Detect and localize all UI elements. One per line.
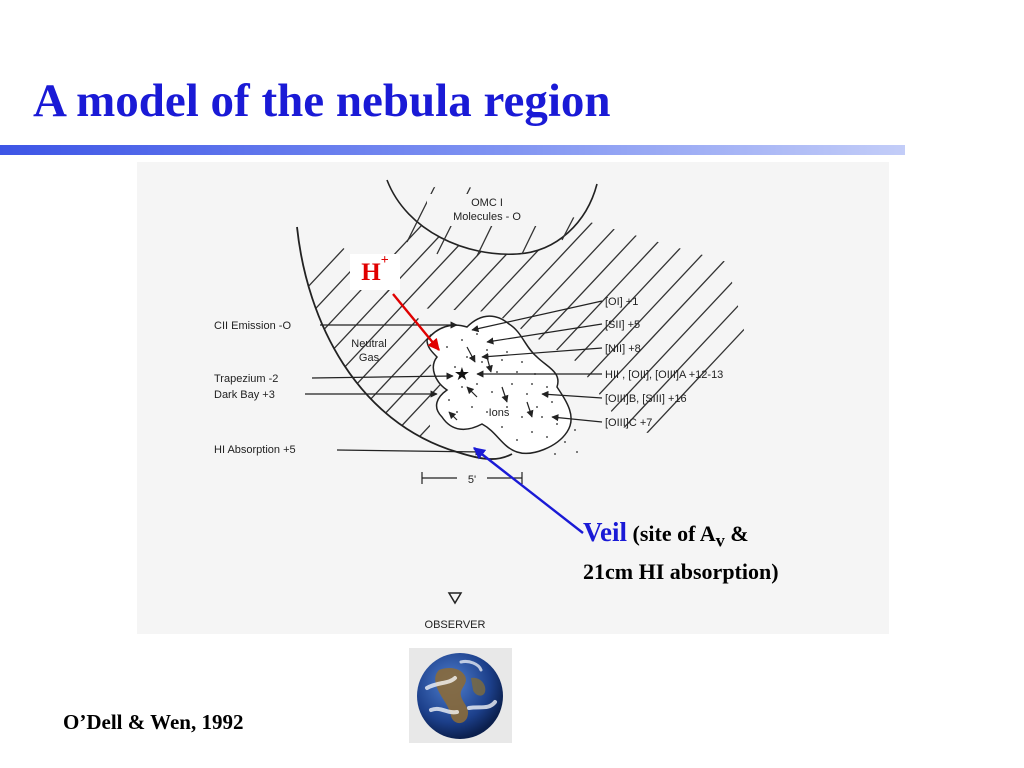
veil-line2: 21cm HI absorption) bbox=[583, 559, 779, 585]
hplus-base: H bbox=[361, 259, 381, 286]
neutral-gas-label-line2: Gas bbox=[359, 352, 380, 364]
oi-label: [OI] +1 bbox=[605, 296, 638, 308]
nebula-diagram: OMC I Molecules - O bbox=[214, 179, 752, 631]
trapezium-label: Trapezium -2 bbox=[214, 373, 278, 385]
hplus-arrow bbox=[392, 293, 440, 351]
omc-label-line2: Molecules - O bbox=[453, 211, 521, 223]
hplus-label: H+ bbox=[350, 254, 400, 290]
earth-globe-icon bbox=[417, 653, 503, 739]
ions-label: Ions bbox=[489, 407, 510, 419]
hi-absorption-label: HI Absorption +5 bbox=[214, 444, 296, 456]
title-divider bbox=[0, 145, 905, 155]
right-label-pointers bbox=[471, 300, 603, 423]
earth-image bbox=[409, 648, 512, 743]
hplus-superscript: + bbox=[380, 253, 389, 268]
omc-label-box bbox=[427, 194, 547, 226]
neutral-gas-label-line1: Neutral bbox=[351, 338, 386, 350]
hii-oii-oiii-label: HII , [OII], [OIII]A +12-13 bbox=[605, 369, 723, 381]
sii-label: [SII] +5 bbox=[605, 319, 640, 331]
trapezium-pointer bbox=[311, 372, 454, 380]
veil-arrow bbox=[473, 447, 584, 534]
veil-line1-pre: (site of A bbox=[627, 521, 716, 546]
omc-label-line1: OMC I bbox=[471, 197, 503, 209]
observer-triangle-icon bbox=[447, 592, 463, 605]
cii-emission-label: CII Emission -O bbox=[214, 320, 291, 332]
scale-label: 5' bbox=[468, 474, 476, 486]
ionized-region bbox=[426, 315, 572, 454]
observer-label: OBSERVER bbox=[425, 619, 486, 631]
veil-annotation: Veil (site of Av & 21cm HI absorption) bbox=[583, 516, 893, 588]
citation: O’Dell & Wen, 1992 bbox=[63, 710, 244, 734]
nebula-diagram-panel: OMC I Molecules - O bbox=[137, 162, 889, 634]
hi-absorption-pointer bbox=[336, 448, 483, 456]
oiiic-label: [OIII]C +7 bbox=[605, 417, 652, 429]
veil-word: Veil bbox=[583, 517, 628, 547]
scale-label-box bbox=[457, 470, 487, 486]
slide-title: A model of the nebula region bbox=[33, 75, 611, 127]
veil-line1-post: & bbox=[724, 521, 749, 546]
veil-line1-sub: v bbox=[715, 530, 725, 551]
trapezium-star-icon: ★ bbox=[454, 364, 470, 385]
dark-bay-label: Dark Bay +3 bbox=[214, 389, 275, 401]
oiiib-siii-label: [OIII]B, [SIII] +16 bbox=[605, 393, 687, 405]
nii-label: [NII] +8 bbox=[605, 343, 641, 355]
